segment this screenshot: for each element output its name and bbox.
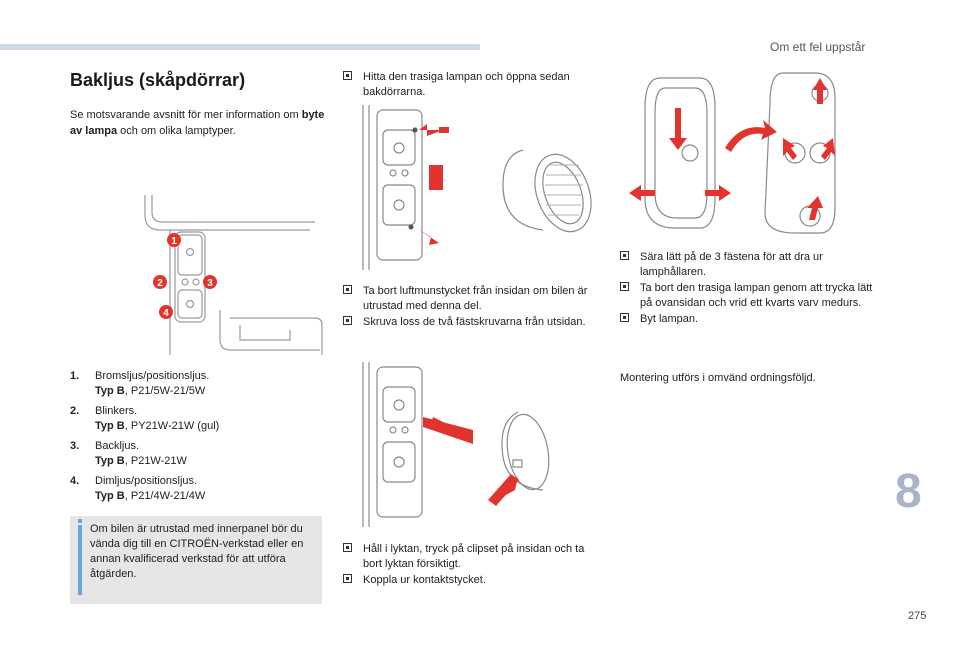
bulb-holder-illustration (629, 72, 836, 234)
checkbox-icon (343, 543, 352, 552)
steps-locate: Hitta den trasiga lampan och öppna sedan… (343, 70, 605, 101)
step-item: Skruva loss de två fästskruvarna från ut… (343, 315, 605, 330)
legend-item: 3. Backljus. Typ B, P21W-21W (70, 439, 332, 469)
callout-4-label: 4 (163, 308, 169, 319)
info-note: Om bilen är utrustad med innerpanel bör … (70, 516, 322, 604)
step-text: Hitta den trasiga lampan och öppna sedan… (363, 71, 570, 98)
legend-number: 4. (70, 475, 80, 487)
step-text: Ta bort luftmunstycket från insidan om b… (363, 285, 588, 312)
legend-spec: , P21W-21W (124, 455, 187, 467)
callout-2: 2 (153, 275, 167, 289)
step-item: Ta bort luftmunstycket från insidan om b… (343, 284, 605, 314)
checkbox-icon (343, 71, 352, 80)
step-item: Sära lätt på de 3 fästena för att dra ur… (620, 250, 882, 280)
legend-number: 1. (70, 370, 80, 382)
step-item: Byt lampan. (620, 312, 882, 327)
info-icon (78, 519, 82, 595)
checkbox-icon (343, 316, 352, 325)
callout-2-label: 2 (157, 278, 163, 289)
legend-item: 2. Blinkers. Typ B, PY21W-21W (gul) (70, 404, 332, 434)
section-header: Om ett fel uppstår (770, 40, 866, 54)
legend-name: Blinkers. (95, 405, 138, 417)
intro-bold: byte av lampa (70, 109, 325, 137)
step-text: Håll i lyktan, tryck på clipset på insid… (363, 543, 585, 570)
checkbox-icon (620, 282, 629, 291)
bulb-legend: 1. Bromsljus/positionsljus. Typ B, P21/5… (70, 369, 332, 509)
callout-3-label: 3 (207, 278, 213, 289)
checkbox-icon (343, 285, 352, 294)
door-screws-illustration (362, 105, 592, 270)
steps-remove-lamp: Håll i lyktan, tryck på clipset på insid… (343, 542, 605, 589)
checkbox-icon (343, 574, 352, 583)
legend-type: Typ B (95, 490, 125, 502)
intro-before: Se motsvarande avsnitt för mer informati… (70, 109, 302, 121)
step-item: Ta bort den trasiga lampan genom att try… (620, 281, 882, 311)
lamp-removal-illustration (362, 362, 550, 527)
step-text: Koppla ur kontaktstycket. (363, 574, 486, 586)
rear-lamp-overview-illustration: 1 2 3 4 (144, 195, 323, 355)
legend-name: Bromsljus/positionsljus. (95, 370, 210, 382)
step-item: Håll i lyktan, tryck på clipset på insid… (343, 542, 605, 572)
callout-4: 4 (159, 305, 173, 319)
page-number: 275 (908, 610, 927, 622)
legend-number: 2. (70, 405, 80, 417)
steps-replace-bulb: Sära lätt på de 3 fästena för att dra ur… (620, 250, 882, 328)
steps-remove-screws: Ta bort luftmunstycket från insidan om b… (343, 284, 605, 331)
legend-number: 3. (70, 440, 80, 452)
legend-type: Typ B (95, 420, 125, 432)
legend-spec: , P21/4W-21/4W (124, 490, 206, 502)
callout-1: 1 (167, 233, 181, 247)
intro-text: Se motsvarande avsnitt för mer informati… (70, 107, 332, 139)
legend-name: Backljus. (95, 440, 140, 452)
callout-markers: 1 2 3 4 (153, 233, 217, 319)
callout-1-label: 1 (171, 236, 177, 247)
legend-item: 4. Dimljus/positionsljus. Typ B, P21/4W-… (70, 474, 332, 504)
step-text: Ta bort den trasiga lampan genom att try… (640, 282, 873, 309)
step-item: Hitta den trasiga lampan och öppna sedan… (343, 70, 605, 100)
legend-type: Typ B (95, 455, 125, 467)
callout-3: 3 (203, 275, 217, 289)
step-item: Koppla ur kontaktstycket. (343, 573, 605, 588)
step-text: Byt lampan. (640, 313, 699, 325)
legend-item: 1. Bromsljus/positionsljus. Typ B, P21/5… (70, 369, 332, 399)
page-title: Bakljus (skåpdörrar) (70, 70, 246, 90)
top-rule (0, 44, 480, 50)
legend-spec: , PY21W-21W (gul) (124, 420, 220, 432)
reassembly-note: Montering utförs i omvänd ordningsföljd. (620, 372, 816, 384)
chapter-number: 8 (895, 465, 922, 518)
intro-after: och om olika lamptyper. (117, 125, 236, 137)
step-text: Skruva loss de två fästskruvarna från ut… (363, 316, 586, 328)
checkbox-icon (620, 313, 629, 322)
legend-type: Typ B (95, 385, 125, 397)
step-text: Sära lätt på de 3 fästena för att dra ur… (640, 251, 823, 278)
legend-name: Dimljus/positionsljus. (95, 475, 198, 487)
info-note-text: Om bilen är utrustad med innerpanel bör … (90, 523, 304, 580)
checkbox-icon (620, 251, 629, 260)
legend-spec: , P21/5W-21/5W (124, 385, 206, 397)
